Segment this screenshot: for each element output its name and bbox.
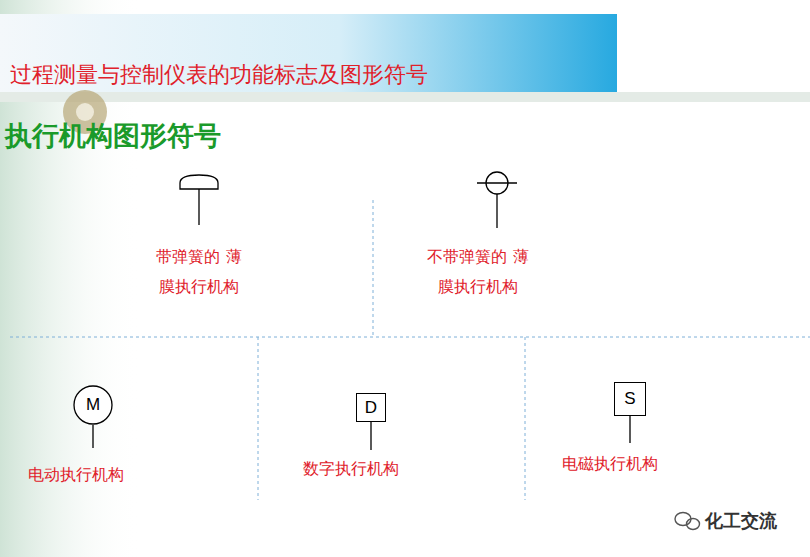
symbol-caption: 不带弹簧的 薄膜执行机构 [423,242,533,302]
symbol-letter: D [365,398,377,418]
symbol-caption: 带弹簧的 薄膜执行机构 [154,242,244,302]
symbol-caption: 电磁执行机构 [562,454,658,475]
dashed-divider [10,337,810,338]
no-spring-diaphragm-symbol [477,172,517,228]
letter-box: D [356,393,386,422]
grey-strip [0,92,810,102]
watermark: 化工交流 [705,509,777,533]
wechat-icon [675,513,700,530]
symbol-caption: 电动执行机构 [28,465,124,486]
title-band [0,14,617,92]
dashed-divider [373,200,374,335]
motor-circle: M [73,385,113,425]
section-heading: 执行机构图形符号 [5,118,221,154]
dashed-divider [525,337,526,500]
symbol-caption: 数字执行机构 [303,459,399,480]
slide-title: 过程测量与控制仪表的功能标志及图形符号 [10,60,428,90]
spring-diaphragm-symbol [180,175,218,225]
dashed-divider [258,337,259,500]
symbol-letter: M [86,395,100,415]
symbol-letter: S [624,389,635,409]
letter-box: S [614,382,646,416]
